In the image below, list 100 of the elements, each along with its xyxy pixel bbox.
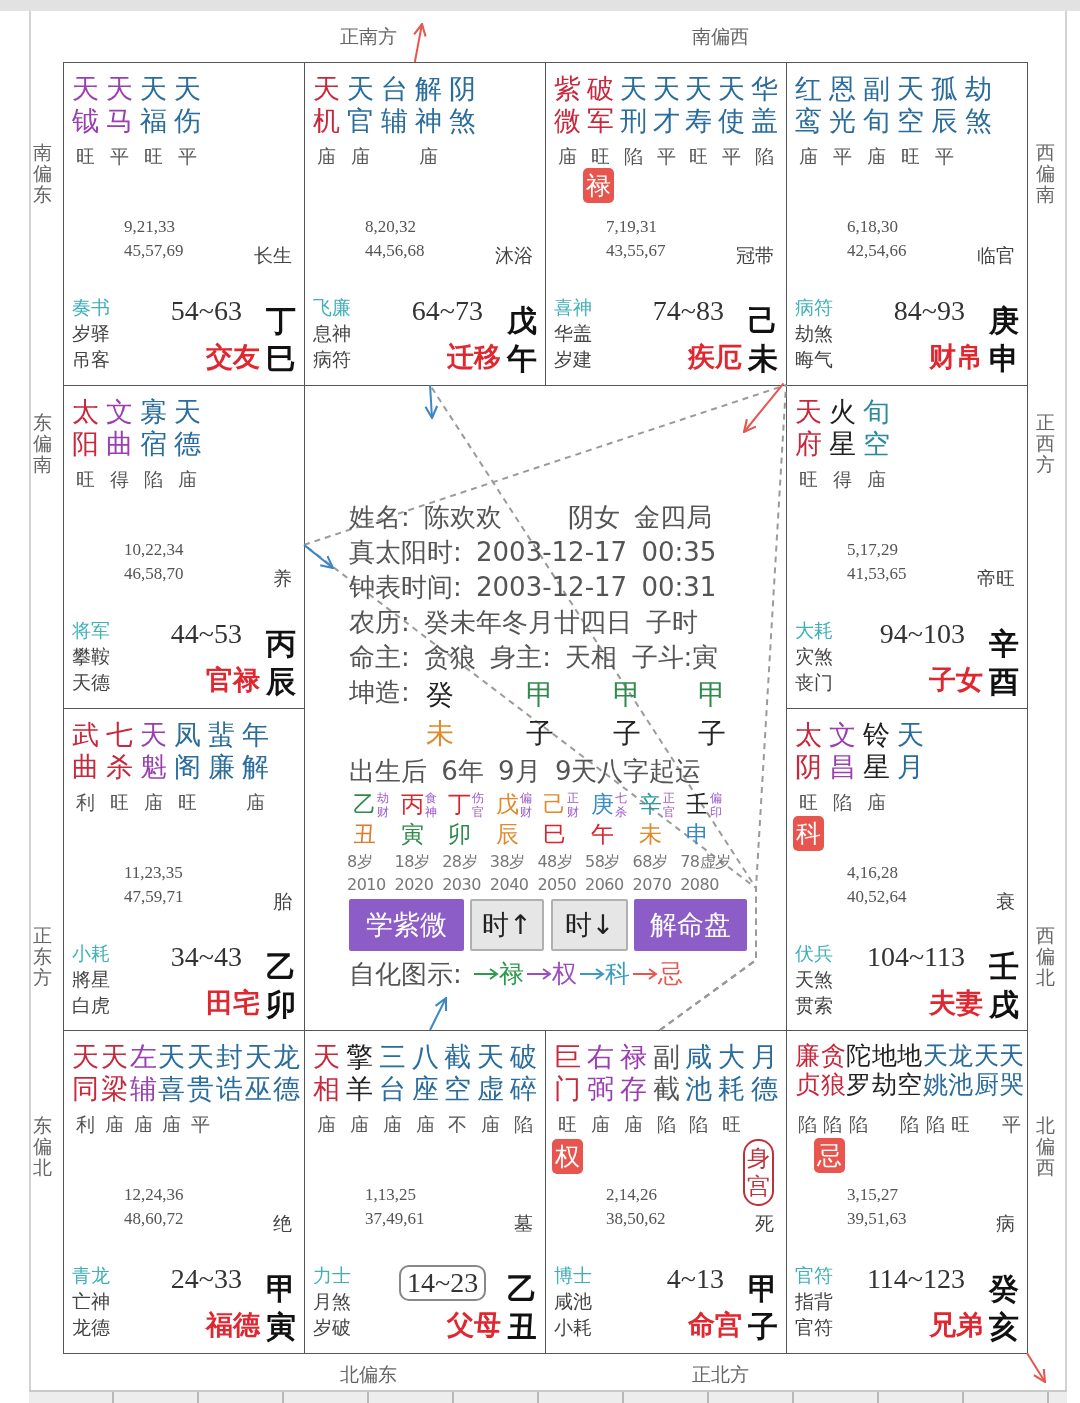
minor-star-label: 息神 — [313, 321, 351, 345]
star-name: 廉贞 — [795, 1041, 820, 1100]
info-text: 钟表时间: 2003-12-17 00:31 — [349, 571, 717, 603]
star-name: 擎羊 — [345, 1041, 373, 1106]
age-numbers: 12,24,36 48,60,72 — [124, 1184, 184, 1230]
star-name: 太阴 — [795, 719, 822, 784]
brightness-label: 庙 — [590, 1113, 610, 1136]
star-name: 蜚廉 — [208, 719, 235, 784]
stem-label: 丁 — [266, 302, 296, 340]
stem-label: 壬 — [989, 948, 1019, 986]
star-name: 龙池 — [948, 1041, 973, 1100]
minor-star-label: 攀鞍 — [72, 644, 110, 668]
brightness-label: 平 — [191, 1113, 210, 1136]
branch-label: 子 — [748, 1308, 778, 1346]
age-numbers: 11,23,35 47,59,71 — [124, 862, 184, 908]
stage-label: 死 — [755, 1211, 774, 1236]
star-name: 劫煞 — [965, 73, 992, 138]
brightness-label: 庙 — [799, 145, 818, 168]
decade-range: 54~63 — [170, 295, 242, 327]
branch-label: 未 — [748, 340, 778, 378]
star-name: 台辅 — [381, 73, 408, 138]
year-label: 2060 — [585, 875, 624, 895]
brightness-label: 平 — [1002, 1113, 1022, 1136]
info-text: 命主: 贪狼 身主: 天相 子斗:寅 — [349, 641, 719, 673]
brightness-label: 旺 — [689, 145, 709, 168]
star-name: 陀罗 — [846, 1041, 871, 1100]
brightness-label: 不 — [448, 1113, 468, 1136]
stage-label: 墓 — [514, 1211, 533, 1236]
minor-star-label: 岁驿 — [72, 321, 110, 345]
direction-label: 西偏北 — [1036, 925, 1055, 988]
pillar-text: 壬申 — [686, 790, 710, 849]
decade-range: 94~103 — [879, 618, 965, 650]
star-name: 三台 — [378, 1041, 406, 1106]
star-name: 副截 — [652, 1041, 680, 1106]
branch-label: 午 — [507, 340, 537, 378]
brightness-label: 庙 — [867, 145, 886, 168]
brightness-label: 庙 — [349, 1113, 369, 1136]
brightness-label: 陷 — [925, 1113, 945, 1136]
chart-button: 时↑ — [470, 899, 544, 951]
pillar-text: 辛未 — [638, 790, 662, 849]
minor-star-label: 將星 — [72, 967, 110, 991]
brightness-label: 旺 — [722, 1113, 742, 1136]
star-name: 铃星 — [863, 719, 890, 784]
year-label: 2020 — [394, 875, 434, 895]
brightness-label: 庙 — [558, 145, 577, 168]
chart-button: 时↓ — [551, 899, 628, 951]
age-numbers: 9,21,33 45,57,69 — [124, 216, 184, 262]
ten-god-label: 食神 — [424, 791, 437, 819]
palace-name: 财帛 — [929, 340, 983, 374]
palace-name: 疾厄 — [688, 340, 742, 374]
age-numbers: 5,17,29 41,53,65 — [847, 539, 907, 585]
stage-label: 沐浴 — [495, 243, 533, 268]
stem-label: 甲 — [748, 1270, 778, 1308]
brightness-label: 庙 — [104, 1113, 124, 1136]
star-name: 破碎 — [510, 1041, 538, 1106]
branch-label: 亥 — [989, 1308, 1019, 1346]
star-name: 天德 — [174, 396, 201, 461]
star-name: 天官 — [347, 73, 374, 138]
star-name: 天钺 — [72, 73, 99, 138]
minor-star-label: 贯索 — [795, 993, 833, 1017]
ten-god-label: 劫财 — [377, 791, 389, 819]
star-name: 旬空 — [863, 396, 890, 461]
stem-label: 乙 — [266, 948, 296, 986]
brightness-label: 平 — [935, 145, 954, 168]
transform-badge: 禄 — [583, 168, 614, 203]
info-text: 坤造: — [349, 676, 410, 708]
stem-label: 己 — [748, 302, 778, 340]
star-name: 天喜 — [158, 1041, 186, 1106]
palace-name: 交友 — [206, 340, 260, 374]
palace-cell — [63, 62, 305, 386]
brightness-label: 旺 — [178, 791, 197, 814]
minor-star-label: 龙德 — [72, 1315, 110, 1339]
direction-label: 北偏西 — [1036, 1115, 1055, 1178]
brightness-label: 平 — [656, 145, 676, 168]
star-name: 七杀 — [106, 719, 133, 784]
minor-star-label: 指背 — [795, 1289, 833, 1313]
star-name: 八座 — [411, 1041, 439, 1106]
star-name: 封诰 — [215, 1041, 243, 1106]
stage-label: 冠带 — [736, 243, 774, 268]
brightness-label: 旺 — [76, 145, 95, 168]
direction-label: 正南方 — [339, 26, 397, 47]
decade-range: 44~53 — [170, 618, 242, 650]
brightness-label: 旺 — [901, 145, 920, 168]
pillar-text: 丙寅 — [400, 790, 424, 849]
brightness-label: 陷 — [656, 1113, 676, 1136]
age-numbers: 2,14,26 38,50,62 — [606, 1184, 666, 1230]
minor-star-label: 青龙 — [72, 1263, 110, 1287]
info-text: 农历: 癸未年冬月廿四日 子时 — [349, 606, 699, 638]
star-name: 天月 — [897, 719, 924, 784]
brightness-label: 陷 — [833, 791, 852, 814]
brightness-label: 陷 — [144, 468, 163, 491]
star-name: 天机 — [313, 73, 340, 138]
stage-label: 病 — [996, 1211, 1015, 1236]
age-numbers: 4,16,28 40,52,64 — [847, 862, 907, 908]
year-label: 2010 — [347, 875, 386, 895]
palace-name: 子女 — [929, 663, 983, 697]
star-name: 龙德 — [273, 1041, 301, 1106]
ten-god-label: 正财 — [567, 791, 580, 819]
palace-name: 兄弟 — [929, 1308, 983, 1342]
stage-label: 帝旺 — [977, 566, 1015, 591]
